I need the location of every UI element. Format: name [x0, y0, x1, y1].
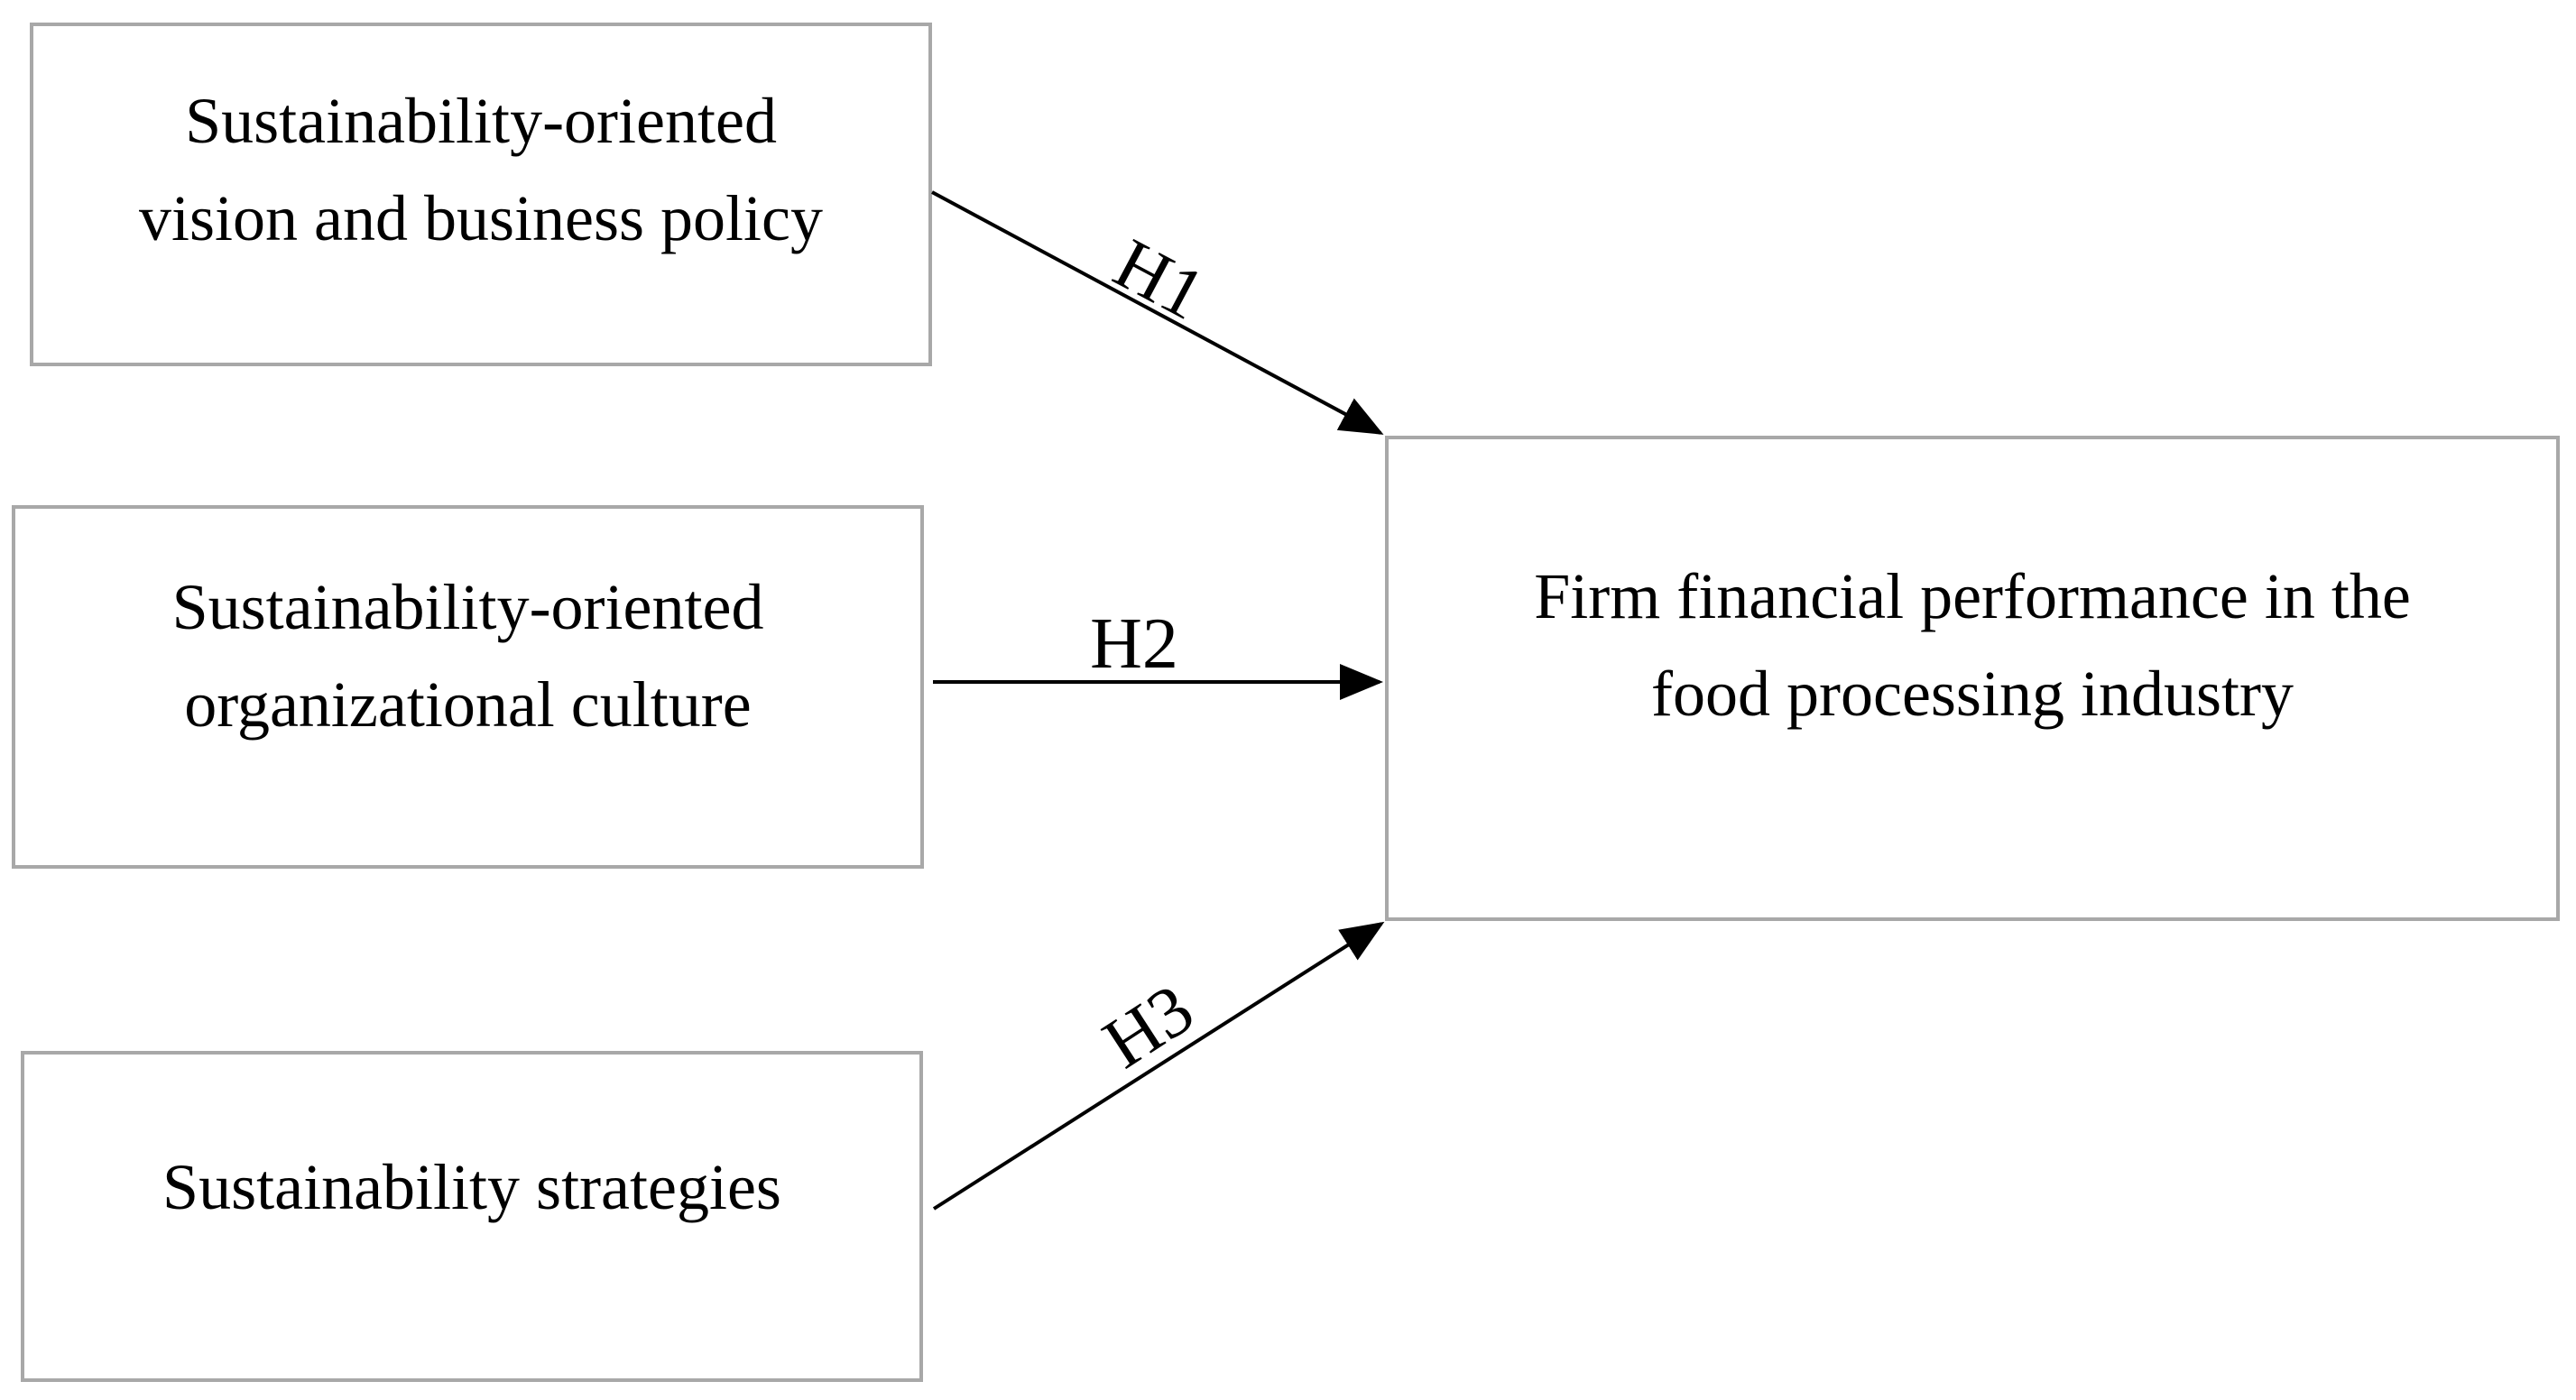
box-label: Firm financial performance in the food p… [1534, 560, 2411, 730]
hypothesis-label-h2: H2 [1090, 604, 1178, 684]
box-label: Sustainability-oriented organizational c… [171, 570, 764, 741]
box-sustainability-strategies: Sustainability strategies [21, 1051, 923, 1382]
h1-arrow [931, 190, 1384, 435]
box-label: Sustainability-oriented vision and busin… [139, 84, 823, 254]
box-firm-financial-performance: Firm financial performance in the food p… [1385, 436, 2560, 921]
box-label: Sustainability strategies [162, 1150, 781, 1223]
h3-arrow [932, 921, 1385, 1211]
box-organizational-culture: Sustainability-oriented organizational c… [12, 505, 924, 869]
box-sustainability-vision: Sustainability-oriented vision and busin… [30, 23, 932, 366]
